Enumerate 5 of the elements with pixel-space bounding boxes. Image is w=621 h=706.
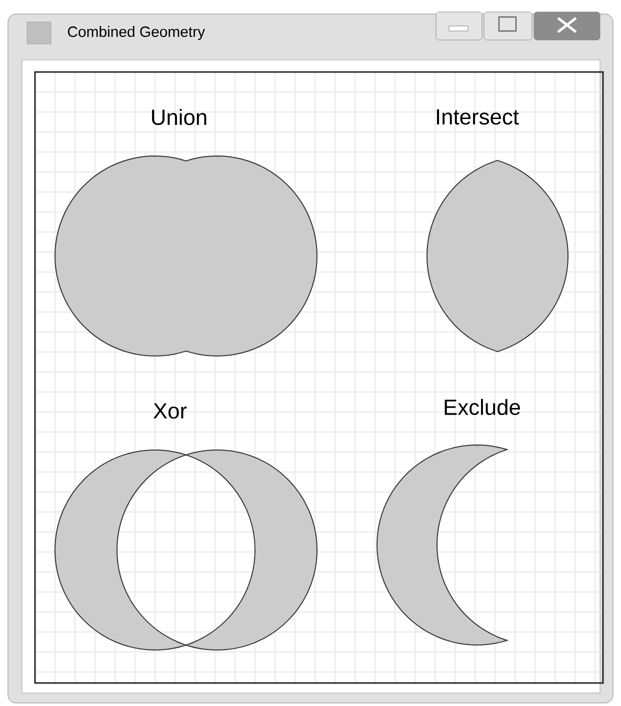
- shape-label: Intersect: [436, 109, 519, 125]
- shape-label: Union: [152, 108, 206, 126]
- shape-label: Xor: [153, 403, 187, 419]
- window-title: Combined Geometry: [68, 26, 205, 40]
- shape-label: Exclude: [444, 398, 520, 416]
